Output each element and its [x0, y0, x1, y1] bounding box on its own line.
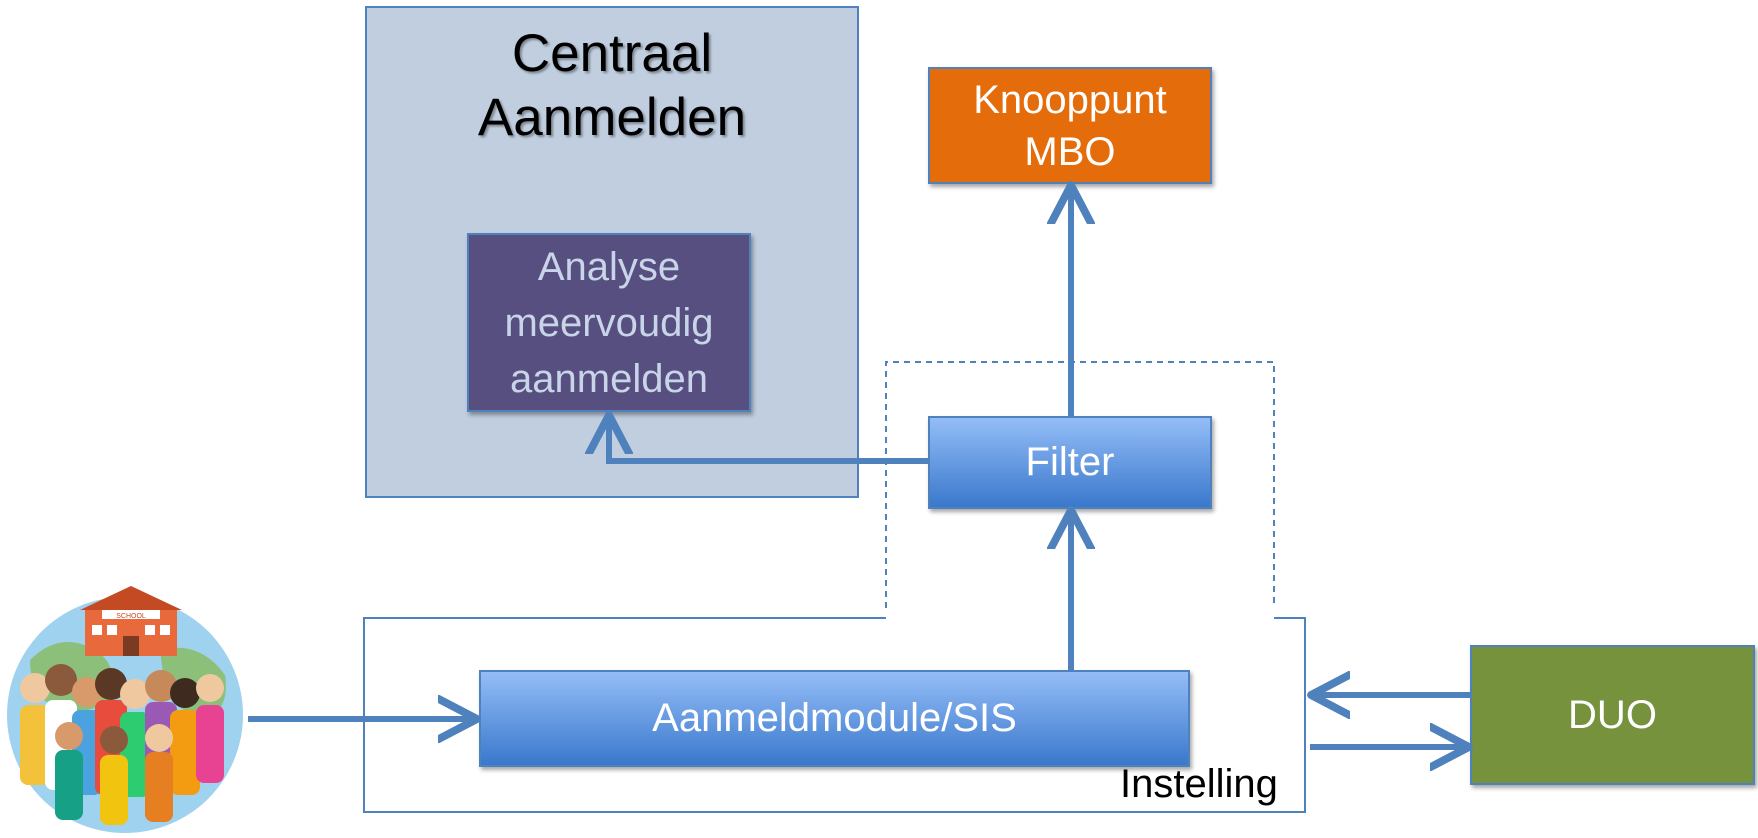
- aanmeldmodule-sis-box: Aanmeldmodule/SIS: [479, 670, 1190, 767]
- school-building: SCHOOL: [80, 586, 182, 656]
- school-sign-text: SCHOOL: [116, 613, 146, 620]
- knooppunt-line-2: MBO: [1024, 129, 1116, 174]
- instelling-boundary-gap: [886, 610, 1274, 624]
- students-illustration: SCHOOL: [7, 586, 243, 833]
- analyse-line-1: Analyse: [537, 244, 681, 289]
- aanmeldmodule-label: Aanmeldmodule/SIS: [652, 696, 1017, 740]
- analyse-meervoudig-aanmelden-box: Analyse meervoudig aanmelden: [467, 233, 751, 412]
- duo-box: DUO: [1470, 645, 1755, 785]
- duo-label: DUO: [1568, 692, 1657, 737]
- title-line-2: Aanmelden: [477, 88, 747, 147]
- filter-label: Filter: [1025, 440, 1115, 484]
- instelling-label: Instelling: [1120, 762, 1278, 806]
- globe: [7, 597, 243, 833]
- knooppunt-line-1: Knooppunt: [973, 77, 1167, 122]
- globe-land: [30, 642, 113, 712]
- analyse-line-2: meervoudig: [504, 300, 714, 345]
- analyse-line-3: aanmelden: [510, 356, 708, 401]
- knooppunt-mbo-box: Knooppunt MBO: [928, 67, 1212, 184]
- students-group: [20, 664, 224, 825]
- filter-box: Filter: [928, 416, 1212, 509]
- centraal-aanmelden-title: Centraal Aanmelden: [365, 22, 859, 150]
- globe-land: [160, 647, 226, 720]
- title-line-1: Centraal: [511, 24, 713, 83]
